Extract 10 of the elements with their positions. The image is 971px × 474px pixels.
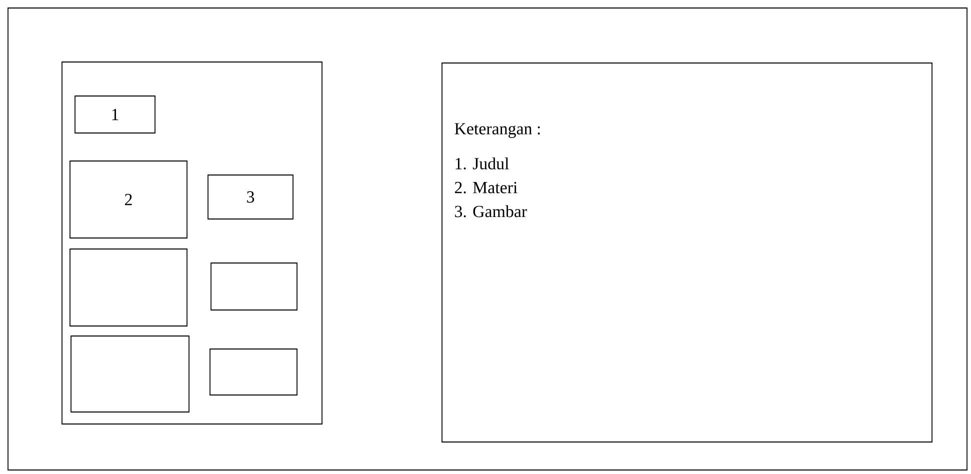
empty-box xyxy=(210,348,298,396)
empty-box xyxy=(70,336,190,412)
empty-box xyxy=(210,262,298,310)
page-frame xyxy=(8,8,968,470)
layout-panel xyxy=(62,62,322,424)
empty-box xyxy=(70,248,188,326)
legend-box: Keterangan : 1. Judul 2. Materi 3. Gambar xyxy=(442,62,932,442)
numbered-box: 2 xyxy=(70,160,188,238)
numbered-box: 3 xyxy=(208,174,294,220)
numbered-box: 1 xyxy=(74,96,156,134)
